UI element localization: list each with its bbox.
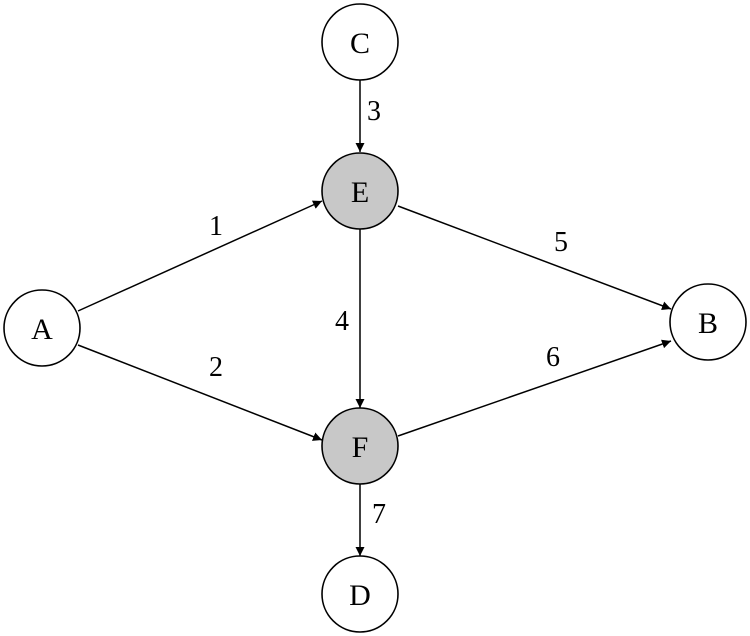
node-c-label: C	[350, 27, 370, 60]
node-e-circle	[321, 152, 399, 230]
node-d-label: D	[349, 579, 371, 612]
node-c: C	[321, 3, 399, 81]
node-b-label: B	[698, 307, 718, 340]
node-b-circle	[669, 283, 747, 361]
node-a-label: A	[31, 313, 53, 346]
node-f-label: F	[352, 431, 369, 464]
edge-labels-layer: 1 2 3 4 5 6 7	[209, 96, 568, 530]
edge-label-a-e: 1	[209, 211, 223, 242]
edge-a-f	[77, 344, 323, 441]
node-d-circle	[321, 555, 399, 633]
edge-label-c-e: 3	[367, 96, 381, 127]
node-f: F	[321, 407, 399, 485]
node-f-circle	[321, 407, 399, 485]
node-a-circle	[3, 289, 81, 367]
edge-label-f-b: 6	[546, 342, 560, 373]
edge-f-b	[397, 339, 672, 437]
node-e: E	[321, 152, 399, 230]
edge-label-a-f: 2	[209, 352, 223, 383]
edge-e-b	[397, 205, 672, 311]
edge-label-e-f: 4	[335, 306, 349, 337]
node-a: A	[3, 289, 81, 367]
edge-label-e-b: 5	[554, 227, 568, 258]
node-c-circle	[321, 3, 399, 81]
node-d: D	[321, 555, 399, 633]
edge-label-f-d: 7	[372, 499, 386, 530]
node-b: B	[669, 283, 747, 361]
edge-a-e	[77, 200, 323, 312]
node-e-label: E	[351, 176, 369, 209]
edges-layer	[77, 80, 672, 556]
